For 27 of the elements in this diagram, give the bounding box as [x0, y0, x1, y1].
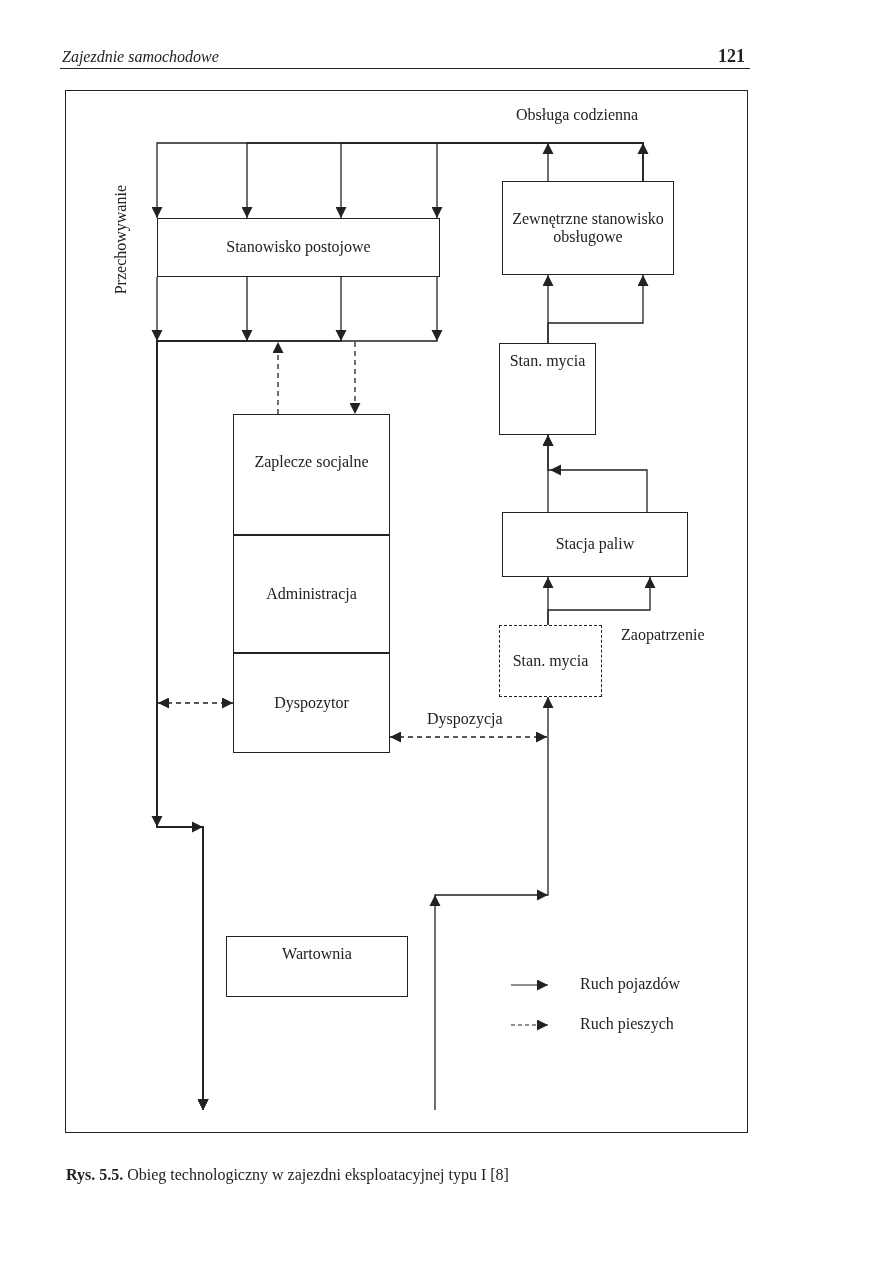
box-label: Stacja paliw	[554, 535, 636, 554]
process-box	[157, 218, 440, 277]
figure-caption: Rys. 5.5. Obieg technologiczny w zajezdni eksploatacyjnej typu I [8]	[66, 1166, 509, 1184]
edge-label: Dyspozycja	[425, 710, 505, 728]
process-box	[502, 512, 688, 577]
process-box	[502, 181, 674, 275]
process-box	[499, 625, 602, 697]
page-number: 121	[718, 46, 745, 67]
process-box	[233, 535, 390, 653]
legend-text: Ruch pieszych	[580, 1015, 674, 1033]
process-box	[226, 936, 408, 997]
box-label: Zaplecze socjalne	[253, 453, 370, 472]
box-label: Stan. mycia	[511, 651, 590, 671]
box-label: Dyspozytor	[273, 693, 350, 713]
process-box	[233, 414, 390, 535]
box-label: Stanowisko postojowe	[225, 238, 372, 257]
process-box	[499, 343, 596, 435]
flow-label: Przechowywanie	[112, 185, 130, 295]
box-label: Administracja	[265, 584, 358, 604]
flow-label: Obsługa codzienna	[516, 106, 639, 124]
flow-label: Zaopatrzenie	[621, 626, 705, 644]
process-box	[233, 653, 390, 753]
box-label: Wartownia	[281, 945, 353, 964]
running-header: Zajezdnie samochodowe	[62, 48, 219, 66]
box-label: Zewnętrzne stanowisko obsługowe	[511, 209, 665, 247]
legend-text: Ruch pojazdów	[580, 975, 680, 993]
box-label: Stan. mycia	[508, 352, 587, 371]
